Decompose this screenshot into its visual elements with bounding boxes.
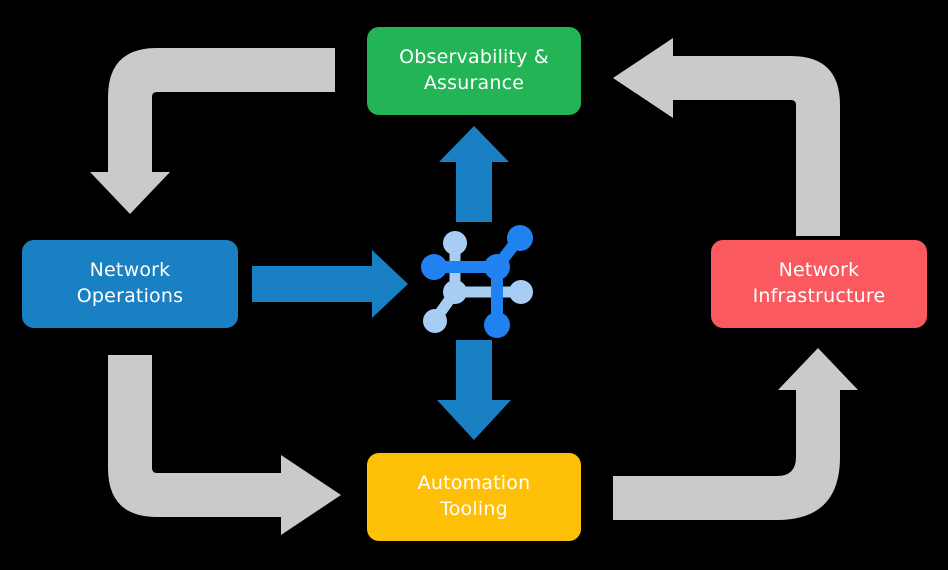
node-automation-tooling[interactable]: Automation Tooling bbox=[367, 453, 581, 541]
node-observability-assurance[interactable]: Observability & Assurance bbox=[367, 27, 581, 115]
node-automation-label: Automation Tooling bbox=[417, 472, 531, 520]
node-observability-label: Observability & Assurance bbox=[399, 46, 549, 94]
node-infrastructure-label: Network Infrastructure bbox=[752, 259, 886, 307]
node-network-operations[interactable]: Network Operations bbox=[22, 240, 238, 328]
network-topology-icon bbox=[421, 225, 533, 338]
node-network-infrastructure[interactable]: Network Infrastructure bbox=[711, 240, 927, 328]
node-operations-label: Network Operations bbox=[76, 259, 184, 307]
